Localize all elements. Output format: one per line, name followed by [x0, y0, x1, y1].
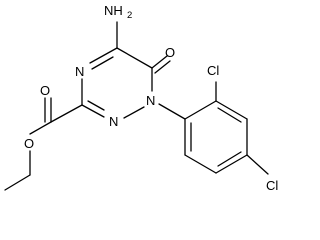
bond-ch2-ch3 — [4, 174, 31, 191]
bond-n1-n2 — [123, 106, 145, 119]
bond-c6-o-2 — [154, 60, 171, 74]
bond-ar-c4-cl — [246, 154, 269, 175]
bond-ar-c2-c3 — [215, 100, 248, 120]
amino-h-count-label: 2 — [127, 10, 132, 21]
ring-nitrogen-n2-label: N — [109, 114, 118, 129]
bond-n4-c5 — [89, 47, 118, 64]
molecule-svg: NH 2 O N N N O O Cl Cl — [4, 3, 278, 193]
carbonyl-oxygen-label: O — [165, 45, 175, 60]
bond-n4-c5-inner — [91, 56, 114, 70]
bond-ar-c2-c3-inner — [217, 107, 242, 123]
bond-ar-c5-c6 — [184, 154, 217, 174]
ester-carbonyl-oxygen-label: O — [40, 83, 50, 98]
bond-c5-c6 — [116, 47, 153, 69]
bond-n2-c3 — [81, 104, 105, 118]
ortho-chlorine-label: Cl — [207, 63, 219, 78]
para-chlorine-label: Cl — [266, 178, 278, 193]
ring-nitrogen-n1-label: N — [146, 93, 155, 108]
ester-ether-oxygen-label: O — [24, 136, 34, 151]
bond-ar-c4-c5-inner — [217, 151, 242, 167]
bond-ar-c1-c2 — [184, 100, 217, 120]
bond-n2-c3-inner — [87, 100, 105, 111]
bond-ccarb-oether — [29, 121, 52, 135]
bond-n1-aryl — [158, 103, 186, 120]
molecule-structure-diagram: NH 2 O N N N O O Cl Cl — [4, 3, 278, 193]
bond-c3-ccarb — [50, 104, 83, 123]
amino-group-label: NH — [104, 3, 123, 18]
bond-c6-o-1 — [151, 55, 168, 69]
bond-ar-c4-c5 — [215, 154, 248, 174]
ring-nitrogen-n4-label: N — [75, 64, 84, 79]
